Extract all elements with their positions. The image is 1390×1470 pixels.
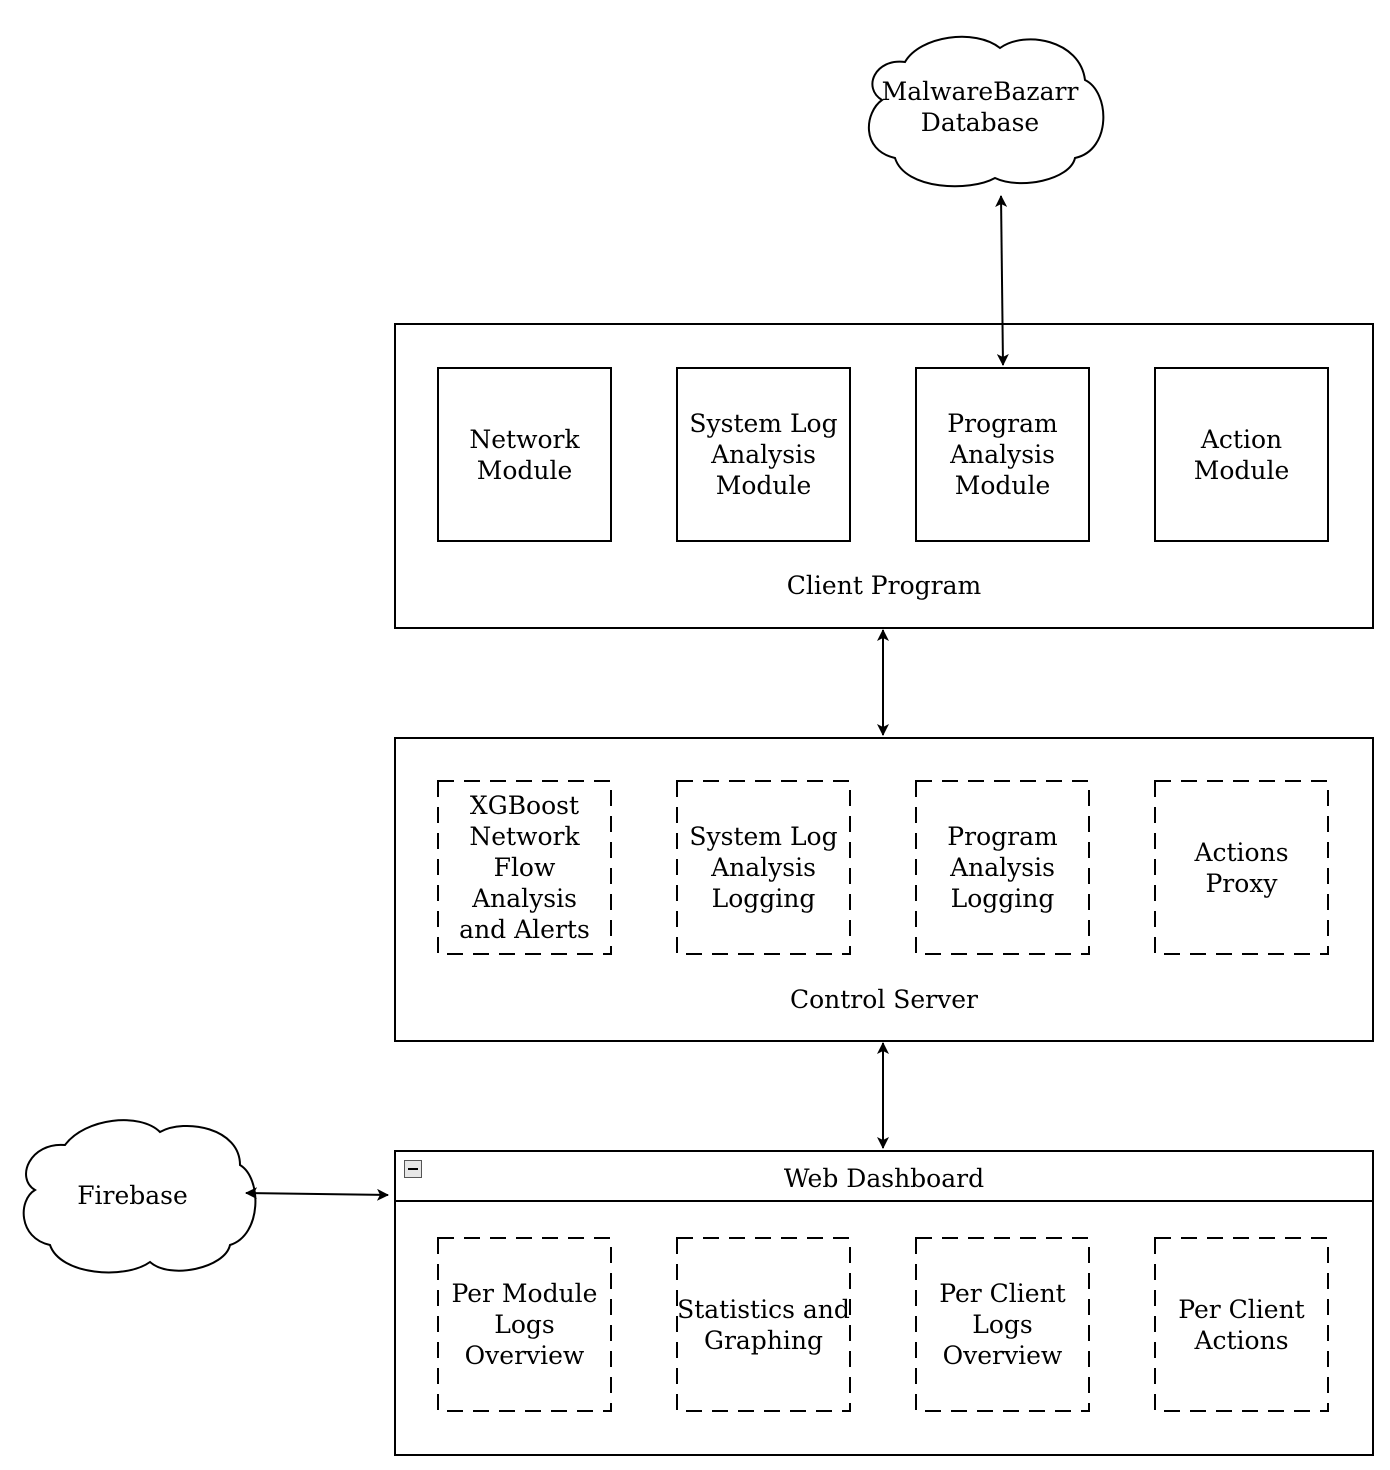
system-log-analysis-module-label: System Log Analysis Module: [689, 409, 838, 500]
control-server-title: Control Server: [789, 985, 978, 1014]
system-log-analysis-logging-module-label: System Log Analysis Logging: [689, 822, 838, 913]
per-client-logs-overview-module: Per Client Logs Overview: [915, 1237, 1090, 1412]
program-analysis-module: Program Analysis Module: [915, 367, 1090, 542]
actions-proxy-module-label: Actions Proxy: [1194, 837, 1289, 898]
per-client-logs-overview-label: Per Client Logs Overview: [939, 1279, 1066, 1370]
firebase-label: Firebase: [77, 1181, 188, 1210]
per-module-logs-module-border: [437, 1237, 612, 1412]
statistics-and-graphing-module: Statistics and Graphing: [676, 1237, 851, 1412]
per-client-actions-module-border: [1154, 1237, 1329, 1412]
malwarebazarr-database-label: MalwareBazarr Database: [881, 77, 1079, 137]
network-module-label: Network Module: [469, 424, 580, 485]
action-module-label: Action Module: [1193, 424, 1290, 485]
firebase-cloud-icon: [22, 1119, 257, 1274]
program-analysis-logging-module-label: Program Analysis Logging: [947, 822, 1058, 913]
malwarebazarr-cloud-icon: [868, 35, 1105, 188]
system-log-logging-module-border: [676, 780, 851, 955]
per-client-logs-module-border: [915, 1237, 1090, 1412]
arrow-malwarebazarr-to-program-analysis: [995, 195, 1009, 366]
statistics-and-graphing-label: Statistics and Graphing: [677, 1294, 850, 1355]
control-server-container: Control Server: [394, 737, 1374, 1042]
system-log-analysis-logging-module: System Log Analysis Logging: [676, 780, 851, 955]
system-log-analysis-module: System Log Analysis Module: [676, 367, 851, 542]
web-dashboard-container: Web Dashboard: [394, 1150, 1374, 1456]
per-module-logs-overview-label: Per Module Logs Overview: [451, 1279, 598, 1370]
program-analysis-logging-module: Program Analysis Logging: [915, 780, 1090, 955]
per-client-actions-label: Per Client Actions: [1178, 1294, 1305, 1355]
per-module-logs-overview-module: Per Module Logs Overview: [437, 1237, 612, 1412]
web-dashboard-title: Web Dashboard: [783, 1164, 985, 1193]
xgboost-network-flow-module-label: XGBoost Network Flow Analysis and Alerts: [459, 791, 590, 944]
per-client-actions-module: Per Client Actions: [1154, 1237, 1329, 1412]
action-module: Action Module: [1154, 367, 1329, 542]
program-analysis-logging-module-border: [915, 780, 1090, 955]
xgboost-module-border: [437, 780, 612, 955]
web-dashboard-header-divider: [396, 1200, 1372, 1202]
arrow-firebase-to-web-dashboard: [245, 1187, 389, 1201]
xgboost-network-flow-module: XGBoost Network Flow Analysis and Alerts: [437, 780, 612, 955]
collapse-icon[interactable]: [404, 1160, 422, 1178]
actions-proxy-module-border: [1154, 780, 1329, 955]
actions-proxy-module: Actions Proxy: [1154, 780, 1329, 955]
statistics-module-border: [676, 1237, 851, 1412]
client-program-container: Client Program: [394, 323, 1374, 629]
network-module: Network Module: [437, 367, 612, 542]
client-program-title: Client Program: [786, 571, 982, 600]
program-analysis-module-label: Program Analysis Module: [947, 409, 1058, 500]
